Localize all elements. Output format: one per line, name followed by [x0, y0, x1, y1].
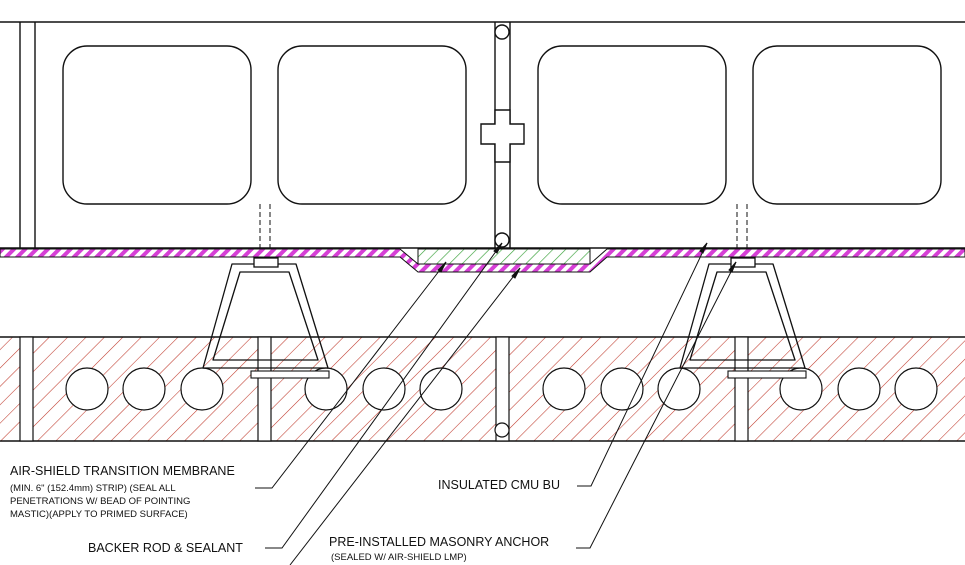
anchor-callout-note: (SEALED W/ AIR-SHIELD LMP) — [331, 552, 467, 563]
mortar-bed — [250, 370, 330, 379]
cmu-cell — [537, 45, 727, 205]
backer-rod-callout: BACKER ROD & SEALANT — [88, 541, 243, 555]
brick-joint-rod — [494, 422, 510, 438]
anchor-leader — [576, 261, 737, 549]
leader-arrow — [437, 261, 447, 273]
brick-core — [122, 367, 166, 411]
brick-core — [419, 367, 463, 411]
brick-core — [837, 367, 881, 411]
cmu-leader — [577, 242, 708, 487]
membrane-callout-note: (MIN. 6" (152.4mm) STRIP) (SEAL ALL — [10, 483, 176, 494]
brick-head-joint — [734, 336, 749, 442]
membrane-callout-note: PENETRATIONS W/ BEAD OF POINTING — [10, 496, 190, 507]
joint-rod — [494, 24, 510, 40]
anchor-callout-title: PRE-INSTALLED MASONRY ANCHOR — [329, 535, 549, 549]
cmu-backup-wall — [0, 21, 965, 258]
leader-arrow — [511, 267, 521, 279]
brick-core — [362, 367, 406, 411]
brick-head-joint — [257, 336, 272, 442]
masonry-anchor — [679, 257, 806, 369]
brick-veneer — [0, 336, 965, 442]
cmu-callout: INSULATED CMU BU — [438, 478, 560, 492]
leader-arrow — [493, 242, 503, 254]
membrane-leader — [255, 261, 447, 489]
cmu-cell — [62, 45, 252, 205]
masonry-anchor — [202, 257, 329, 369]
leader-arrow — [728, 261, 737, 273]
mortar-bed — [727, 370, 807, 379]
leader-lines — [255, 242, 737, 565]
membrane-callout-title: AIR-SHIELD TRANSITION MEMBRANE — [10, 464, 235, 478]
brick-core — [600, 367, 644, 411]
brick-head-joint — [19, 336, 34, 442]
backer-rod — [494, 232, 510, 248]
brick-core — [65, 367, 109, 411]
brick-core — [894, 367, 938, 411]
cmu-key-joint — [480, 109, 525, 163]
brick-head-joint — [495, 336, 510, 442]
cmu-cell — [752, 45, 942, 205]
backer-rod-leader — [265, 242, 503, 549]
brick-core — [542, 367, 586, 411]
leader-arrow — [699, 242, 708, 254]
cmu-cell — [277, 45, 467, 205]
brick-core — [180, 367, 224, 411]
membrane-callout-note: MASTIC)(APPLY TO PRIMED SURFACE) — [10, 509, 188, 520]
brick-core — [657, 367, 701, 411]
transition-leader — [289, 267, 521, 565]
transition-membrane-strip — [417, 248, 591, 265]
